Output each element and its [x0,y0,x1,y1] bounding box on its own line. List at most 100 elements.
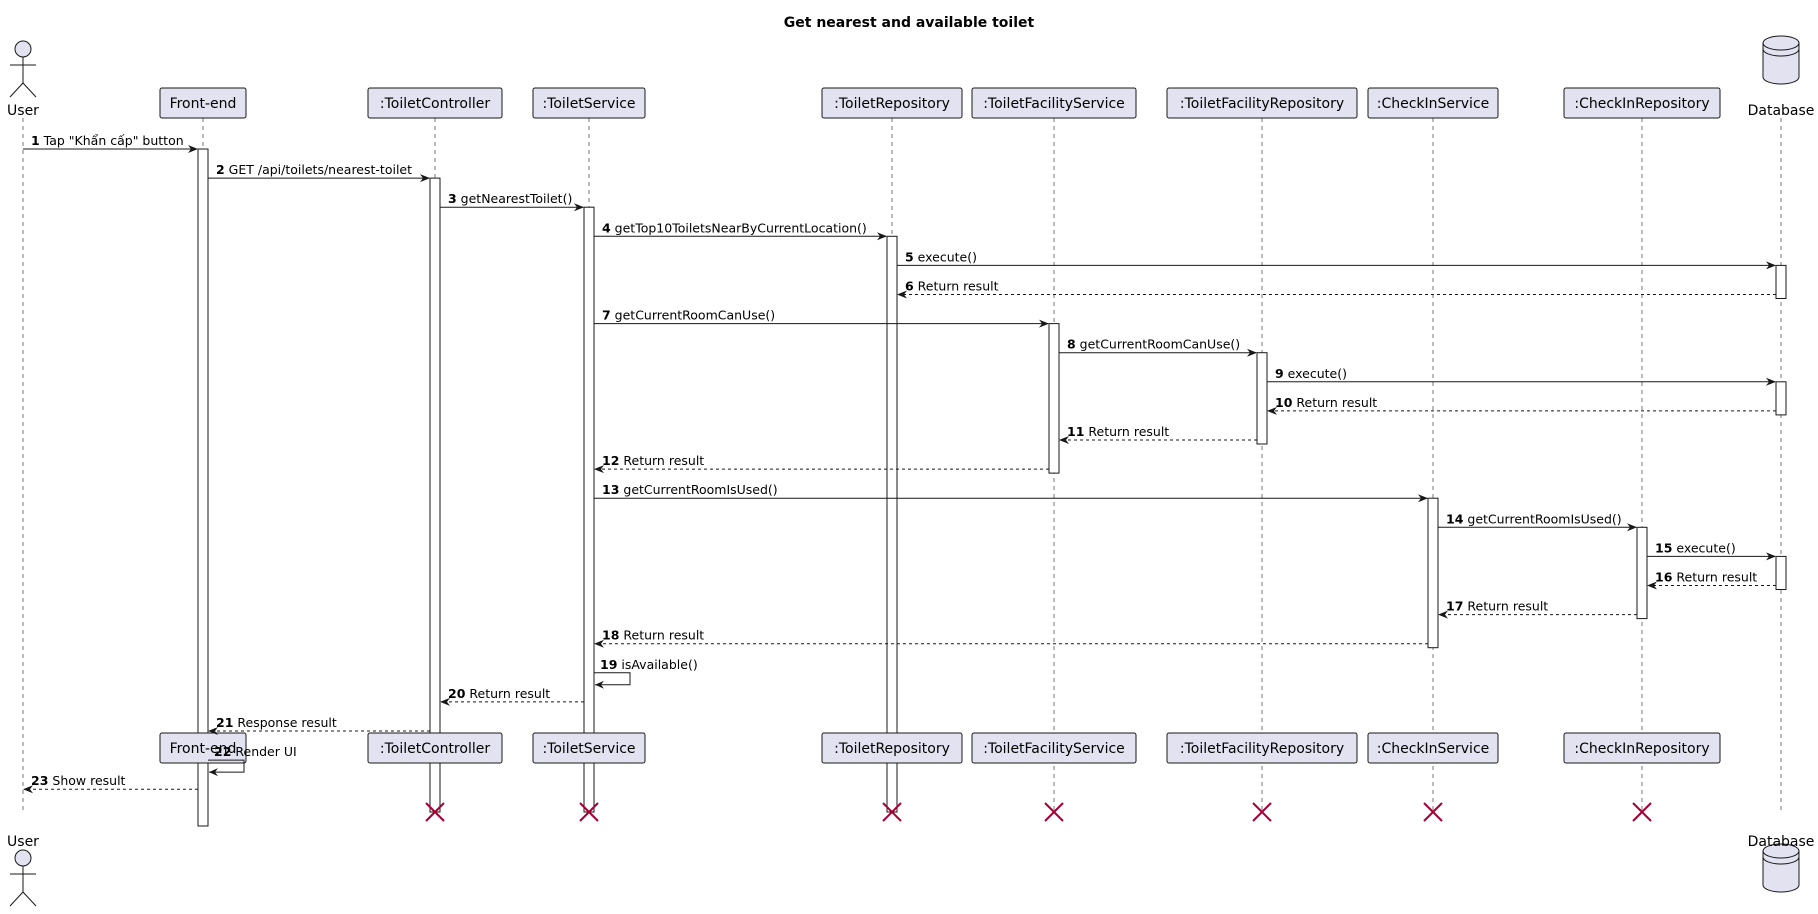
message-number: 20 [448,686,466,701]
destroy-mark-cis [1423,802,1443,822]
database-top [1762,843,1800,859]
message-label: 3 getNearestToilet() [448,191,572,206]
participant-box [367,732,503,764]
participant-label: :CheckInRepository [1574,741,1709,757]
actor-icon [9,40,37,98]
message-text: execute() [1672,540,1735,555]
arrow-head [1627,523,1637,532]
activation-db [1775,555,1787,591]
arrow-head [1438,610,1448,619]
destroy-stroke [579,802,599,822]
message-number: 14 [1446,511,1464,526]
participant-fe-top: Front-end [159,87,247,119]
database-top [1762,35,1800,51]
message-number: 22 [214,744,231,759]
activation-tr [886,235,898,813]
message-label: 5 execute() [905,249,977,264]
actor-head [14,40,32,58]
message-8: 8 getCurrentRoomCanUse() [1059,337,1257,357]
participant-label: :ToiletService [542,741,635,757]
participant-box [971,732,1137,764]
message-label: 10 Return result [1275,395,1377,410]
destroy-stroke [1044,802,1064,822]
message-number: 19 [600,657,617,672]
arrow-head [1418,494,1428,503]
arrow-head [1267,406,1277,415]
arrow-head [23,785,33,794]
message-14: 14 getCurrentRoomIsUsed() [1438,511,1637,532]
arrow-head [1766,552,1776,561]
participant-box [1166,87,1358,119]
message-text: Return result [1672,570,1757,585]
database-rim [1762,856,1800,865]
arrow-head [1766,377,1776,386]
actor-leg-left [9,82,24,98]
message-number: 18 [602,628,619,643]
activation-ts [583,206,595,813]
participant-label: :ToiletFacilityService [983,96,1125,112]
participant-label: :CheckInService [1377,741,1490,757]
message-6: 6 Return result [897,279,1776,299]
message-label: 21 Response result [216,715,337,730]
actor-leg-right [22,891,37,907]
diagram-title: Get nearest and available toilet [784,15,1035,31]
message-19: 19 isAvailable() [594,657,698,689]
arrow-head [208,727,218,735]
arrow-head [1059,436,1069,444]
message-number: 21 [216,715,233,730]
database-icon [1762,843,1800,893]
message-23: 23 Show result [23,773,198,794]
participant-box [971,87,1137,119]
participant-label: :ToiletFacilityRepository [1180,741,1344,757]
participant-box [1367,732,1499,764]
message-number: 7 [602,308,611,323]
arrow-head [1039,319,1049,328]
participant-box [532,732,646,764]
message-label: 22 Render UI [214,744,297,759]
participant-tr-top: :ToiletRepository [821,87,963,119]
message-text: getCurrentRoomCanUse() [611,308,775,323]
message-text: Return result [1292,395,1377,410]
participant-cir-top: :CheckInRepository [1563,87,1721,119]
arrow-head [574,203,584,212]
participant-box [1563,87,1721,119]
message-label: 18 Return result [602,628,704,643]
lifelines [22,118,1782,812]
destroy-stroke [882,802,902,822]
message-number: 9 [1275,366,1284,381]
participant-db-bottom: Database [1748,834,1814,893]
message-label: 15 execute() [1655,540,1736,555]
message-18: 18 Return result [594,628,1428,648]
participant-box [1367,87,1499,119]
message-1: 1 Tap "Khẩn cấp" button [23,133,198,153]
participant-tfr-top: :ToiletFacilityRepository [1166,87,1358,119]
participant-box [367,87,503,119]
participant-label: :CheckInRepository [1574,96,1709,112]
message-22: 22 Render UI [208,744,297,777]
message-text: Return result [1463,599,1548,614]
participant-tfs-bottom: :ToiletFacilityService [971,732,1137,764]
participant-label: :CheckInService [1377,96,1490,112]
actor-leg-right [22,82,37,98]
message-text: Return result [1084,424,1169,439]
message-5: 5 execute() [897,249,1776,270]
message-label: 11 Return result [1067,424,1169,439]
message-4: 4 getTop10ToiletsNearByCurrentLocation() [594,220,887,241]
participant-box [1166,732,1358,764]
message-text: Response result [233,715,336,730]
actor-leg-left [9,891,24,907]
message-text: Return result [619,453,704,468]
message-number: 5 [905,249,914,264]
participant-ts-top: :ToiletService [532,87,646,119]
message-label: 7 getCurrentRoomCanUse() [602,308,775,323]
participant-box [821,87,963,119]
participant-label: :ToiletController [380,96,490,112]
participant-tfs-top: :ToiletFacilityService [971,87,1137,119]
destroy-marks [425,802,1652,822]
message-text: getCurrentRoomCanUse() [1076,337,1240,352]
message-15: 15 execute() [1647,540,1776,561]
database-body [1762,850,1800,893]
message-11: 11 Return result [1059,424,1257,444]
destroy-mark-ts [579,802,599,822]
